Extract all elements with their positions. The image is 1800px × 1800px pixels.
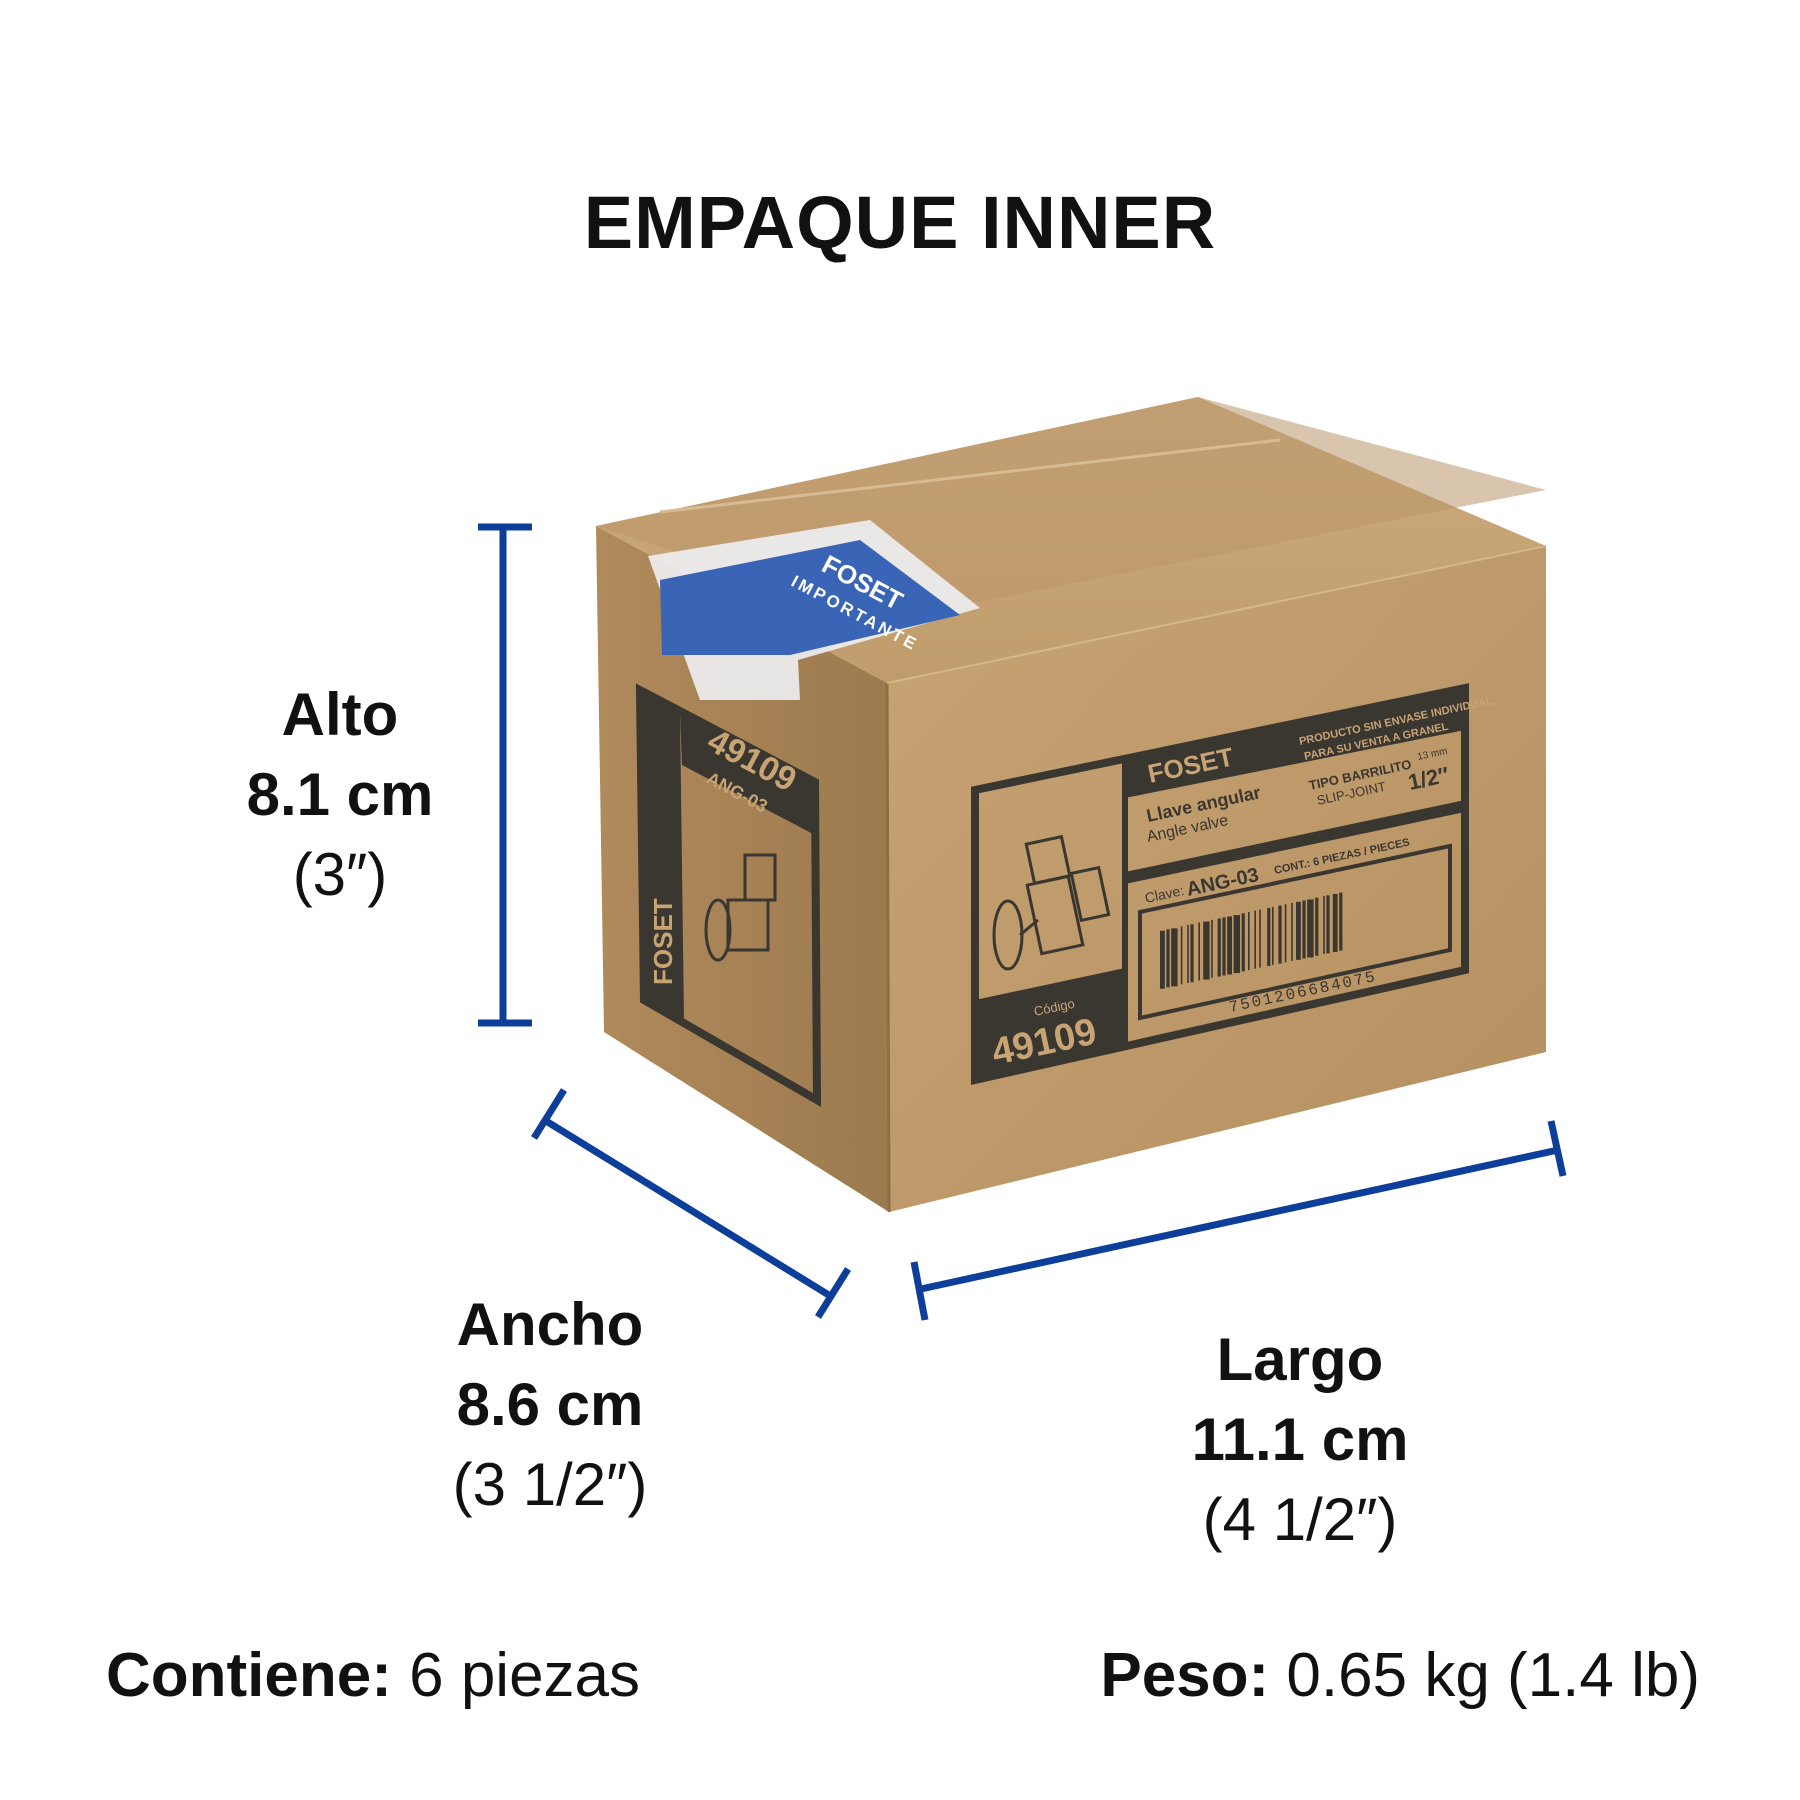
alto-metric: 8.1 cm bbox=[246, 761, 434, 828]
contiene-value: 6 piezas bbox=[409, 1641, 641, 1710]
alto-label: Alto bbox=[281, 681, 399, 748]
side-label-brand: FOSET bbox=[648, 898, 678, 985]
measure-alto bbox=[478, 523, 532, 1027]
barcode-bar bbox=[1203, 921, 1210, 980]
ancho-metric: 8.6 cm bbox=[456, 1371, 644, 1438]
barcode-bar bbox=[1190, 924, 1194, 983]
barcode-bar bbox=[1233, 915, 1240, 974]
barcode-bar bbox=[1211, 919, 1213, 978]
page-title: EMPAQUE INNER bbox=[583, 181, 1217, 264]
ancho-label: Ancho bbox=[456, 1291, 644, 1358]
barcode-bar bbox=[1222, 917, 1226, 976]
largo-imperial: (4 1/2″) bbox=[1202, 1486, 1398, 1553]
barcode-bar bbox=[1166, 929, 1170, 988]
largo-metric: 11.1 cm bbox=[1191, 1406, 1409, 1473]
barcode-bar bbox=[1291, 902, 1293, 961]
barcode-bar bbox=[1302, 900, 1306, 959]
barcode-bar bbox=[1254, 910, 1256, 969]
side-valve-illustration bbox=[704, 853, 777, 962]
dimension-ancho: Ancho 8.6 cm (3 1/2″) bbox=[400, 1285, 700, 1525]
contiene-label: Contiene: bbox=[106, 1641, 392, 1710]
barcode-bar bbox=[1198, 922, 1200, 981]
peso-value: 0.65 kg (1.4 lb) bbox=[1286, 1641, 1700, 1710]
barcode-bar bbox=[1339, 892, 1343, 951]
barcode-bar bbox=[1307, 899, 1314, 958]
barcode-bar bbox=[1315, 897, 1319, 956]
barcode-bar bbox=[1278, 905, 1282, 964]
barcode-bar bbox=[1187, 924, 1189, 983]
barcode-bar bbox=[1267, 907, 1271, 966]
front-valve-illustration bbox=[992, 834, 1111, 971]
contents-info: Contiene: 6 piezas bbox=[106, 1640, 640, 1711]
barcode-bar bbox=[1326, 895, 1330, 954]
barcode-bar bbox=[1259, 909, 1261, 968]
tape-label: FOSET IMPORTANTE bbox=[648, 520, 980, 700]
barcode-bar bbox=[1241, 913, 1245, 972]
barcode-bar bbox=[1296, 901, 1301, 960]
measure-ancho bbox=[531, 1088, 851, 1319]
front-label-barcode bbox=[1160, 892, 1343, 989]
cardboard-box bbox=[596, 397, 1547, 1213]
barcode-bar bbox=[1323, 896, 1325, 955]
barcode-bar bbox=[1180, 926, 1183, 985]
barcode-bar bbox=[1217, 918, 1221, 977]
weight-info: Peso: 0.65 kg (1.4 lb) bbox=[1100, 1640, 1700, 1711]
barcode-bar bbox=[1171, 928, 1178, 987]
barcode-bar bbox=[1160, 930, 1165, 989]
largo-label: Largo bbox=[1216, 1326, 1384, 1393]
dimension-largo: Largo 11.1 cm (4 1/2″) bbox=[1150, 1320, 1450, 1560]
ancho-imperial: (3 1/2″) bbox=[452, 1451, 648, 1518]
measure-largo bbox=[910, 1120, 1567, 1321]
barcode-bar bbox=[1272, 906, 1274, 965]
barcode-bar bbox=[1248, 912, 1250, 971]
dimension-alto: Alto 8.1 cm (3″) bbox=[210, 675, 470, 915]
alto-imperial: (3″) bbox=[292, 841, 388, 908]
barcode-bar bbox=[1227, 916, 1232, 975]
barcode-bar bbox=[1284, 904, 1287, 963]
peso-label: Peso: bbox=[1100, 1641, 1270, 1710]
barcode-bar bbox=[1332, 893, 1338, 952]
